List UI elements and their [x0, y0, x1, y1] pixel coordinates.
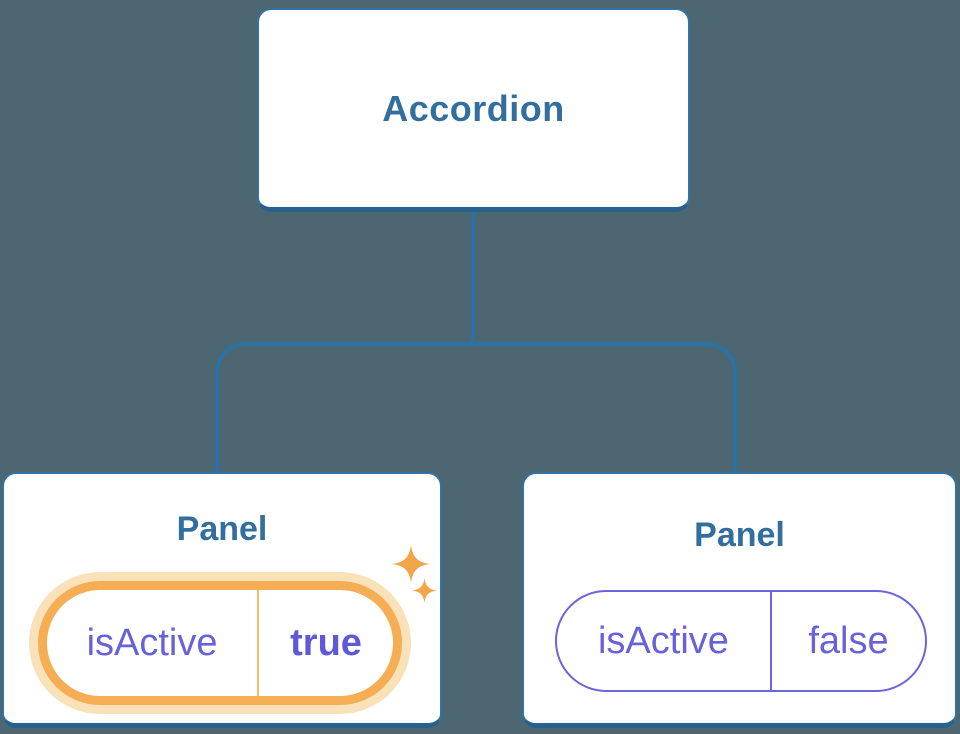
- prop-pill-isactive-true: isActive true: [38, 581, 402, 705]
- sparkle-icon-small: [412, 578, 437, 603]
- connector-root-stem: [471, 210, 475, 344]
- accordion-label: Accordion: [382, 87, 565, 129]
- panel-title: Panel: [694, 516, 785, 554]
- prop-pill-isactive-false: isActive false: [555, 590, 927, 692]
- prop-name: isActive: [557, 592, 772, 690]
- panel-title: Panel: [176, 510, 268, 548]
- tree-node-accordion: Accordion: [257, 8, 690, 212]
- prop-value: true: [290, 622, 362, 664]
- tree-node-panel-inactive: Panel isActive false: [522, 472, 957, 728]
- prop-name: isActive: [47, 590, 260, 696]
- prop-value: false: [808, 620, 889, 662]
- tree-node-panel-active: Panel isActive true: [2, 472, 442, 728]
- connector-branches: [215, 342, 737, 476]
- sparkle-icon-large: [392, 545, 430, 583]
